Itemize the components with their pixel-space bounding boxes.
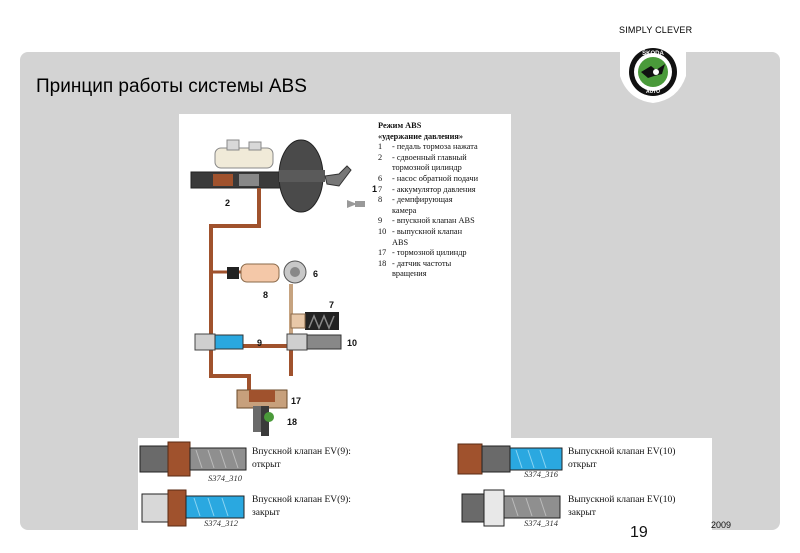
legend-item: 10- выпускной клапан — [378, 226, 463, 236]
svg-text:ŠKODA: ŠKODA — [642, 49, 664, 57]
legend-item: 8- демпфирующая — [378, 195, 453, 205]
callout-8: 8 — [263, 290, 268, 300]
damping-chamber — [240, 263, 280, 283]
legend-item: 6- насос обратной подачи — [378, 173, 479, 183]
inlet-open-label: Впускной клапан EV(9):открыт — [252, 447, 351, 470]
inlet-closed-code: S374_312 — [204, 518, 238, 528]
reservoir — [214, 147, 274, 169]
inlet-closed-label: Впускной клапан EV(9):закрыт — [252, 495, 351, 518]
skoda-logo: ŠKODA AUTO — [620, 42, 686, 103]
callout-10: 10 — [347, 338, 357, 348]
outlet-valve-closed-illustration — [461, 489, 561, 527]
legend-header: Режим ABS — [378, 121, 422, 130]
inlet-valve-9 — [194, 333, 216, 351]
outlet-valve-10 — [286, 333, 308, 351]
callout-2: 2 — [225, 198, 230, 208]
legend-item: 2- сдвоенный главный — [378, 152, 467, 162]
legend-item-continuation: тормозной цилиндр — [392, 163, 462, 173]
legend-item-continuation: вращения — [392, 269, 427, 279]
legend-item: 9- впускной клапан ABS — [378, 216, 475, 226]
legend-item-continuation: камера — [392, 205, 417, 215]
legend-item: 1- педаль тормоза нажата — [378, 142, 478, 152]
abs-hydraulic-diagram: 1 2 6 8 7 9 10 17 18 — [179, 114, 511, 440]
page-number: 19 — [630, 524, 648, 541]
master-cylinder — [190, 171, 282, 189]
outlet-closed-code: S374_314 — [524, 518, 558, 528]
brake-pedal — [324, 165, 352, 187]
legend-subheader: «удержание давления» — [378, 131, 464, 141]
legend-item: 7- аккумулятор давления — [378, 184, 476, 194]
footer-year: 2009 — [711, 520, 732, 530]
inlet-valve-open-illustration — [139, 441, 247, 477]
callout-1: 1 — [372, 184, 377, 194]
inlet-open-code: S374_310 — [208, 473, 242, 483]
inlet-valve-closed-illustration — [141, 489, 245, 527]
speed-sensor — [264, 412, 274, 422]
legend-item-continuation: ABS — [392, 237, 409, 247]
outlet-closed-label: Выпускной клапан EV(10)закрыт — [568, 495, 676, 518]
outlet-open-code: S374_316 — [524, 469, 558, 479]
callout-9: 9 — [257, 338, 262, 348]
legend-item: 18- датчик частоты — [378, 258, 452, 268]
brake-pipe — [209, 188, 261, 406]
callout-18: 18 — [287, 417, 297, 427]
diagram-legend: Режим ABS «удержание давления» 1- педаль… — [378, 121, 514, 280]
callout-17: 17 — [291, 396, 301, 406]
legend-item: 17- тормозной цилиндр — [378, 248, 467, 258]
callout-6: 6 — [313, 269, 318, 279]
callout-7: 7 — [329, 300, 334, 310]
page-title: Принцип работы системы ABS — [36, 76, 307, 97]
svg-text:AUTO: AUTO — [646, 89, 660, 95]
valve-states-panel: Впускной клапан EV(9):открыт S374_310 Вы… — [138, 438, 712, 530]
outlet-open-label: Выпускной клапан EV(10)открыт — [568, 447, 676, 470]
outlet-valve-open-illustration — [457, 443, 563, 475]
brand-slogan: SIMPLY CLEVER — [619, 25, 693, 35]
